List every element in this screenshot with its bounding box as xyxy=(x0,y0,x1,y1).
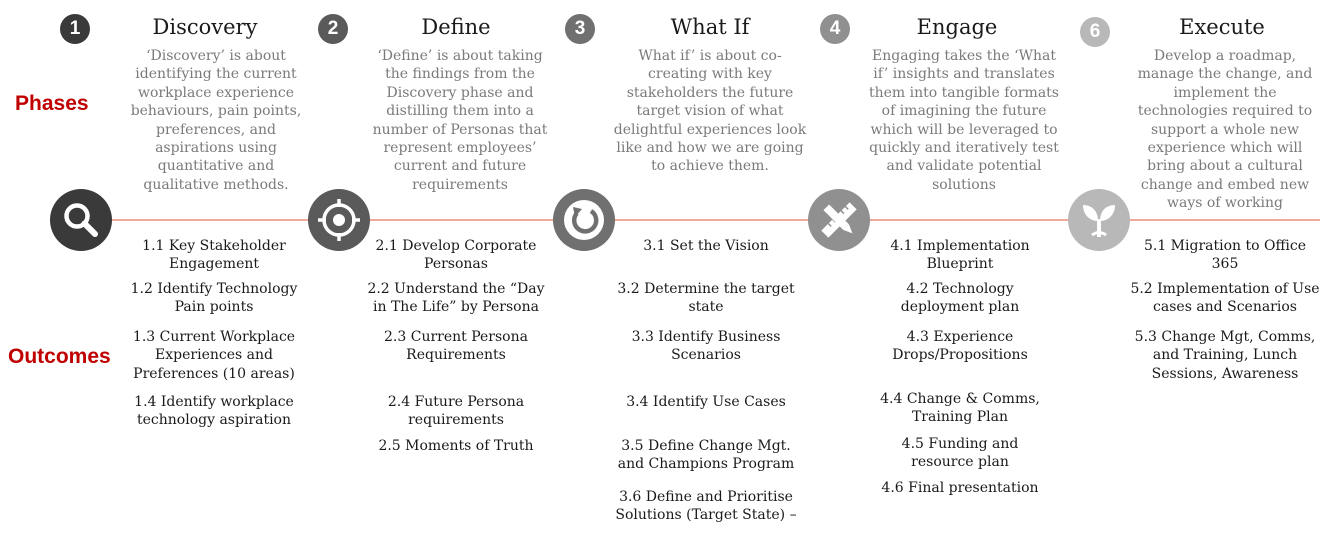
outcome-item: 3.2 Determine the target state xyxy=(617,281,795,316)
phase-number-badge: 3 xyxy=(565,14,595,44)
target-icon xyxy=(308,189,370,251)
outcome-item: 2.2 Understand the “Day in The Life” by … xyxy=(367,281,545,316)
outcome-item: 5.3 Change Mgt, Comms, and Training, Lun… xyxy=(1134,329,1316,382)
outcome-item: 4.1 Implementation Blueprint xyxy=(890,238,1030,273)
outcome-item: 3.6 Define and Prioritise Solutions (Tar… xyxy=(615,489,797,524)
outcome-item: 5.1 Migration to Office 365 xyxy=(1143,238,1307,273)
outcome-item: 1.2 Identify Technology Pain points xyxy=(130,281,298,316)
pencil-ruler-icon xyxy=(808,189,870,251)
phase-title: Discovery xyxy=(152,15,258,39)
search-icon xyxy=(50,189,112,251)
outcome-item: 4.6 Final presentation xyxy=(881,480,1039,496)
outcome-item: 2.4 Future Persona requirements xyxy=(387,394,525,429)
phase-description: Develop a roadmap, manage the change, an… xyxy=(1137,48,1313,212)
phase-title: What If xyxy=(670,15,750,39)
phase-title: Engage xyxy=(916,15,998,39)
sprout-icon xyxy=(1068,189,1130,251)
outcome-item: 3.4 Identify Use Cases xyxy=(626,394,786,410)
outcome-item: 4.5 Funding and resource plan xyxy=(901,436,1019,471)
outcome-item: 2.5 Moments of Truth xyxy=(378,438,534,454)
outcome-item: 3.5 Define Change Mgt. and Champions Pro… xyxy=(617,438,795,473)
outcome-item: 4.4 Change & Comms, Training Plan xyxy=(880,391,1040,426)
phase-description: Engaging takes the ‘What if’ insights an… xyxy=(869,48,1059,193)
outcome-item: 2.3 Current Persona Requirements xyxy=(384,329,528,364)
phase-number-badge: 2 xyxy=(318,14,348,44)
outcome-item: 5.2 Implementation of Use cases and Scen… xyxy=(1130,281,1320,316)
outcome-item: 1.3 Current Workplace Experiences and Pr… xyxy=(132,329,296,382)
phases-label: Phases xyxy=(15,92,89,115)
outcome-item: 4.3 Experience Drops/Propositions xyxy=(892,329,1028,364)
phase-description: ‘Discovery’ is about identifying the cur… xyxy=(130,48,302,193)
outcome-item: 4.2 Technology deployment plan xyxy=(900,281,1020,316)
timeline-line xyxy=(80,219,1320,221)
phase-title: Execute xyxy=(1179,15,1265,39)
phase-title: Define xyxy=(421,15,491,39)
outcome-item: 3.1 Set the Vision xyxy=(643,238,769,254)
phase-number-badge: 1 xyxy=(60,14,90,44)
refresh-icon xyxy=(553,189,615,251)
outcome-item: 3.3 Identify Business Scenarios xyxy=(631,329,781,364)
outcomes-label: Outcomes xyxy=(8,345,111,368)
phase-number-badge: 4 xyxy=(820,14,850,44)
outcome-item: 1.4 Identify workplace technology aspira… xyxy=(134,394,294,429)
outcome-item: 2.1 Develop Corporate Personas xyxy=(375,238,537,273)
phase-number-badge: 6 xyxy=(1080,17,1110,47)
outcome-item: 1.1 Key Stakeholder Engagement xyxy=(142,238,286,273)
phase-description: ‘Define’ is about taking the findings fr… xyxy=(372,48,548,193)
phase-description: What if’ is about co-creating with key s… xyxy=(613,48,807,175)
